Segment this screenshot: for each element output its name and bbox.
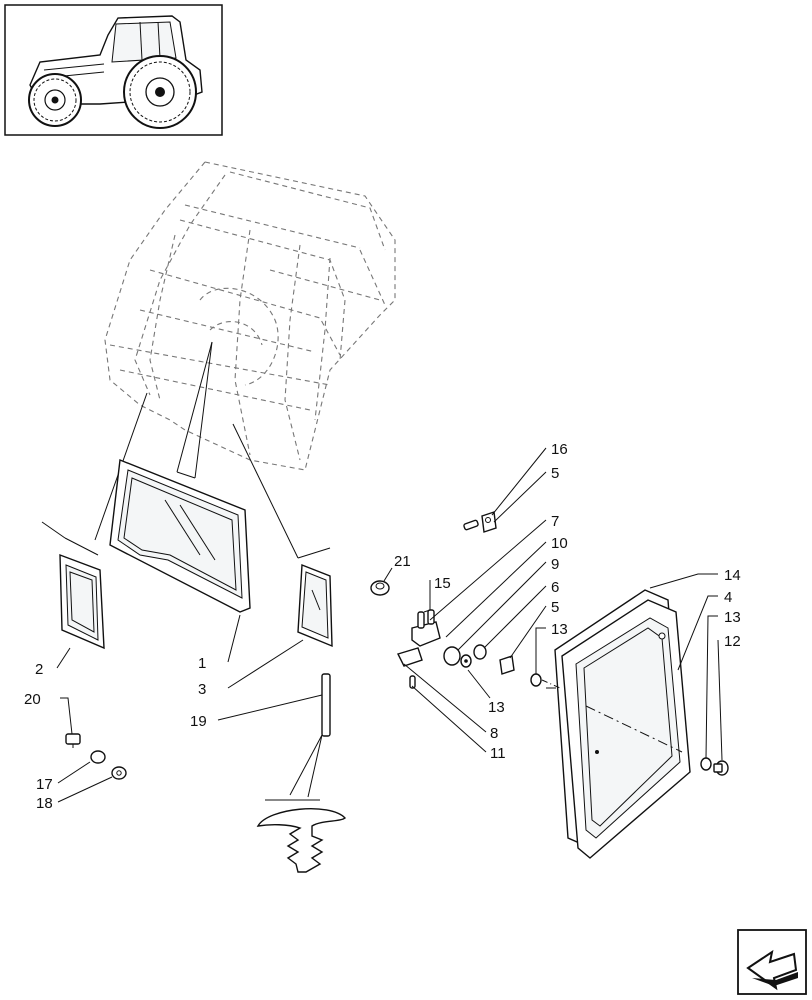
screw-12 — [713, 760, 729, 776]
callout-4: 4 — [724, 589, 732, 606]
callout-17: 17 — [36, 776, 53, 793]
seal-profile-section — [256, 808, 347, 873]
callout-13-a: 13 — [551, 621, 568, 638]
callout-19: 19 — [190, 713, 207, 730]
next-page-arrow-icon[interactable] — [737, 929, 807, 995]
bolt-20 — [65, 733, 81, 748]
grommet-21 — [370, 580, 390, 596]
callout-5-mid: 5 — [551, 599, 559, 616]
nut-18 — [111, 766, 127, 780]
callout-leaders — [56, 447, 723, 803]
callout-13-b: 13 — [724, 609, 741, 626]
clip-5 — [499, 655, 515, 675]
callout-20: 20 — [24, 691, 41, 708]
callout-labels: 16 5 7 10 9 6 5 13 14 4 13 12 21 15 13 8… — [24, 441, 741, 812]
callout-9: 9 — [551, 556, 559, 573]
seal-strip — [321, 673, 331, 737]
callout-7: 7 — [551, 513, 559, 530]
callout-1: 1 — [198, 655, 206, 672]
cap-17 — [90, 750, 106, 764]
callout-16: 16 — [551, 441, 568, 458]
callout-10: 10 — [551, 535, 568, 552]
callout-15: 15 — [434, 575, 451, 592]
washer-13-right — [530, 673, 542, 687]
callout-8: 8 — [490, 725, 498, 742]
callout-11: 11 — [490, 745, 506, 762]
side-door-glass — [554, 589, 691, 859]
washer-13-mid — [460, 654, 472, 668]
callout-13-c: 13 — [488, 699, 505, 716]
callout-12: 12 — [724, 633, 741, 650]
cap-6 — [473, 644, 487, 660]
latch-bracket-16-5 — [463, 511, 497, 533]
callout-14: 14 — [724, 567, 741, 584]
washer-13-far — [700, 757, 712, 771]
side-window-small-left — [59, 553, 105, 650]
cab-frame-phantom — [104, 161, 396, 471]
callout-3: 3 — [198, 681, 206, 698]
callout-18: 18 — [36, 795, 53, 812]
callout-5-top: 5 — [551, 465, 559, 482]
callout-6: 6 — [551, 579, 559, 596]
washer-9 — [443, 646, 461, 666]
rear-window-main — [109, 459, 251, 613]
side-window-small-right — [297, 563, 333, 648]
callout-2: 2 — [35, 661, 43, 678]
tractor-thumbnail-icon — [4, 4, 223, 136]
callout-21: 21 — [394, 553, 411, 570]
hinge-8 — [397, 647, 423, 689]
